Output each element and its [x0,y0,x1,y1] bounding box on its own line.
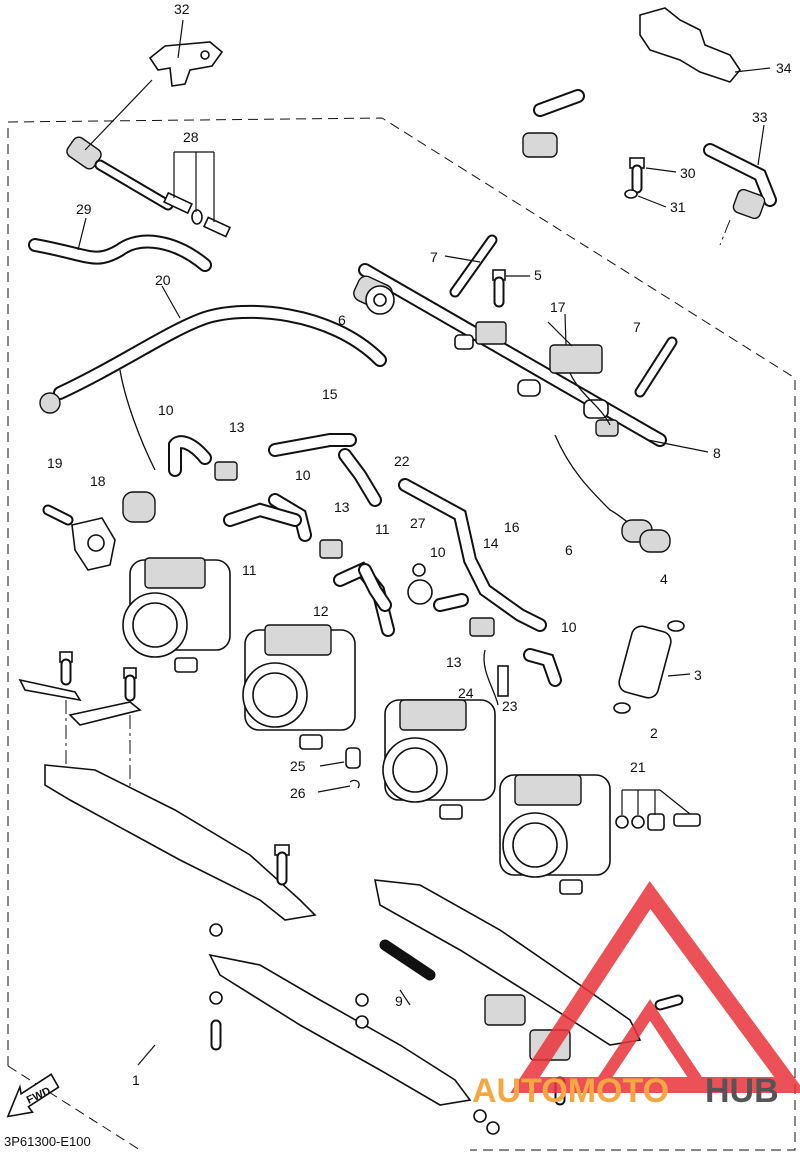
watermark-text-part2: HUB [705,1072,779,1110]
callout-22: 22 [394,453,410,469]
throttle-cable-part-28 [66,79,232,238]
callout-13a: 13 [229,419,245,435]
hose-part-20 [39,285,387,414]
bolt-part-7b [634,336,678,398]
callout-25: 25 [290,758,306,774]
callout-4: 4 [660,571,668,587]
callout-24: 24 [458,685,474,701]
callout-14: 14 [483,535,499,551]
callout-5: 5 [534,267,542,283]
callout-7b: 7 [633,319,641,335]
callout-23: 23 [502,698,518,714]
callout-13c: 13 [446,654,462,670]
bracket-part-32 [148,19,224,87]
callout-10d: 10 [561,619,577,635]
callout-6a: 6 [338,312,346,328]
callout-27: 27 [410,515,426,531]
callout-28: 28 [183,129,199,145]
callout-32: 32 [174,1,190,17]
bolt-part-7 [444,234,498,298]
mounting-plate-left [18,651,317,921]
hose-parts-10-15 [168,433,562,687]
throttle-body-2 [242,624,356,750]
hose-part-29 [28,217,212,272]
watermark-text-part1: AUTOMOTO [472,1072,669,1110]
bolt-part-5 [492,269,530,308]
callout-34: 34 [776,60,792,76]
callout-33: 33 [752,109,768,125]
screw-set-part-21 [615,789,701,831]
callout-17: 17 [550,299,566,315]
callout-2: 2 [650,725,658,741]
callout-13b: 13 [334,499,350,515]
watermark-logo [510,881,800,1093]
callout-26: 26 [290,785,306,801]
callout-11a: 11 [242,562,257,578]
callout-1: 1 [132,1072,140,1088]
callout-9: 9 [395,993,403,1009]
callout-12: 12 [313,603,329,619]
callout-10c: 10 [430,544,446,560]
callout-31: 31 [670,199,686,215]
callout-10a: 10 [158,402,174,418]
bolt-part-30 [624,157,677,208]
callout-10b: 10 [295,467,311,483]
callout-16: 16 [504,519,520,535]
throttle-body-1 [122,557,231,673]
callout-18: 18 [90,473,106,489]
callout-8: 8 [713,445,721,461]
injector-part-3 [613,620,691,714]
callout-21: 21 [630,759,646,775]
assembly-boundary [7,117,796,1151]
callout-20: 20 [155,272,171,288]
small-parts-23-27 [317,563,509,793]
callout-7a: 7 [430,249,438,265]
hose-part-33 [703,124,777,246]
diagram-code: 3P61300-E100 [4,1134,91,1149]
callout-labels: 1 2 3 4 5 6 6 7 7 8 9 10 10 10 10 11 11 … [47,1,792,1088]
callout-11b: 11 [375,521,390,537]
callout-30: 30 [680,165,696,181]
throttle-body-4 [499,774,611,895]
callout-3: 3 [694,667,702,683]
callout-6b: 6 [565,542,573,558]
clamp-part-34 [522,7,771,158]
callout-29: 29 [76,201,92,217]
sensor-part-18 [42,491,156,571]
callout-15: 15 [322,386,338,402]
callout-19: 19 [47,455,63,471]
throttle-body-3 [382,699,496,820]
fuel-rail-assembly [353,263,709,453]
